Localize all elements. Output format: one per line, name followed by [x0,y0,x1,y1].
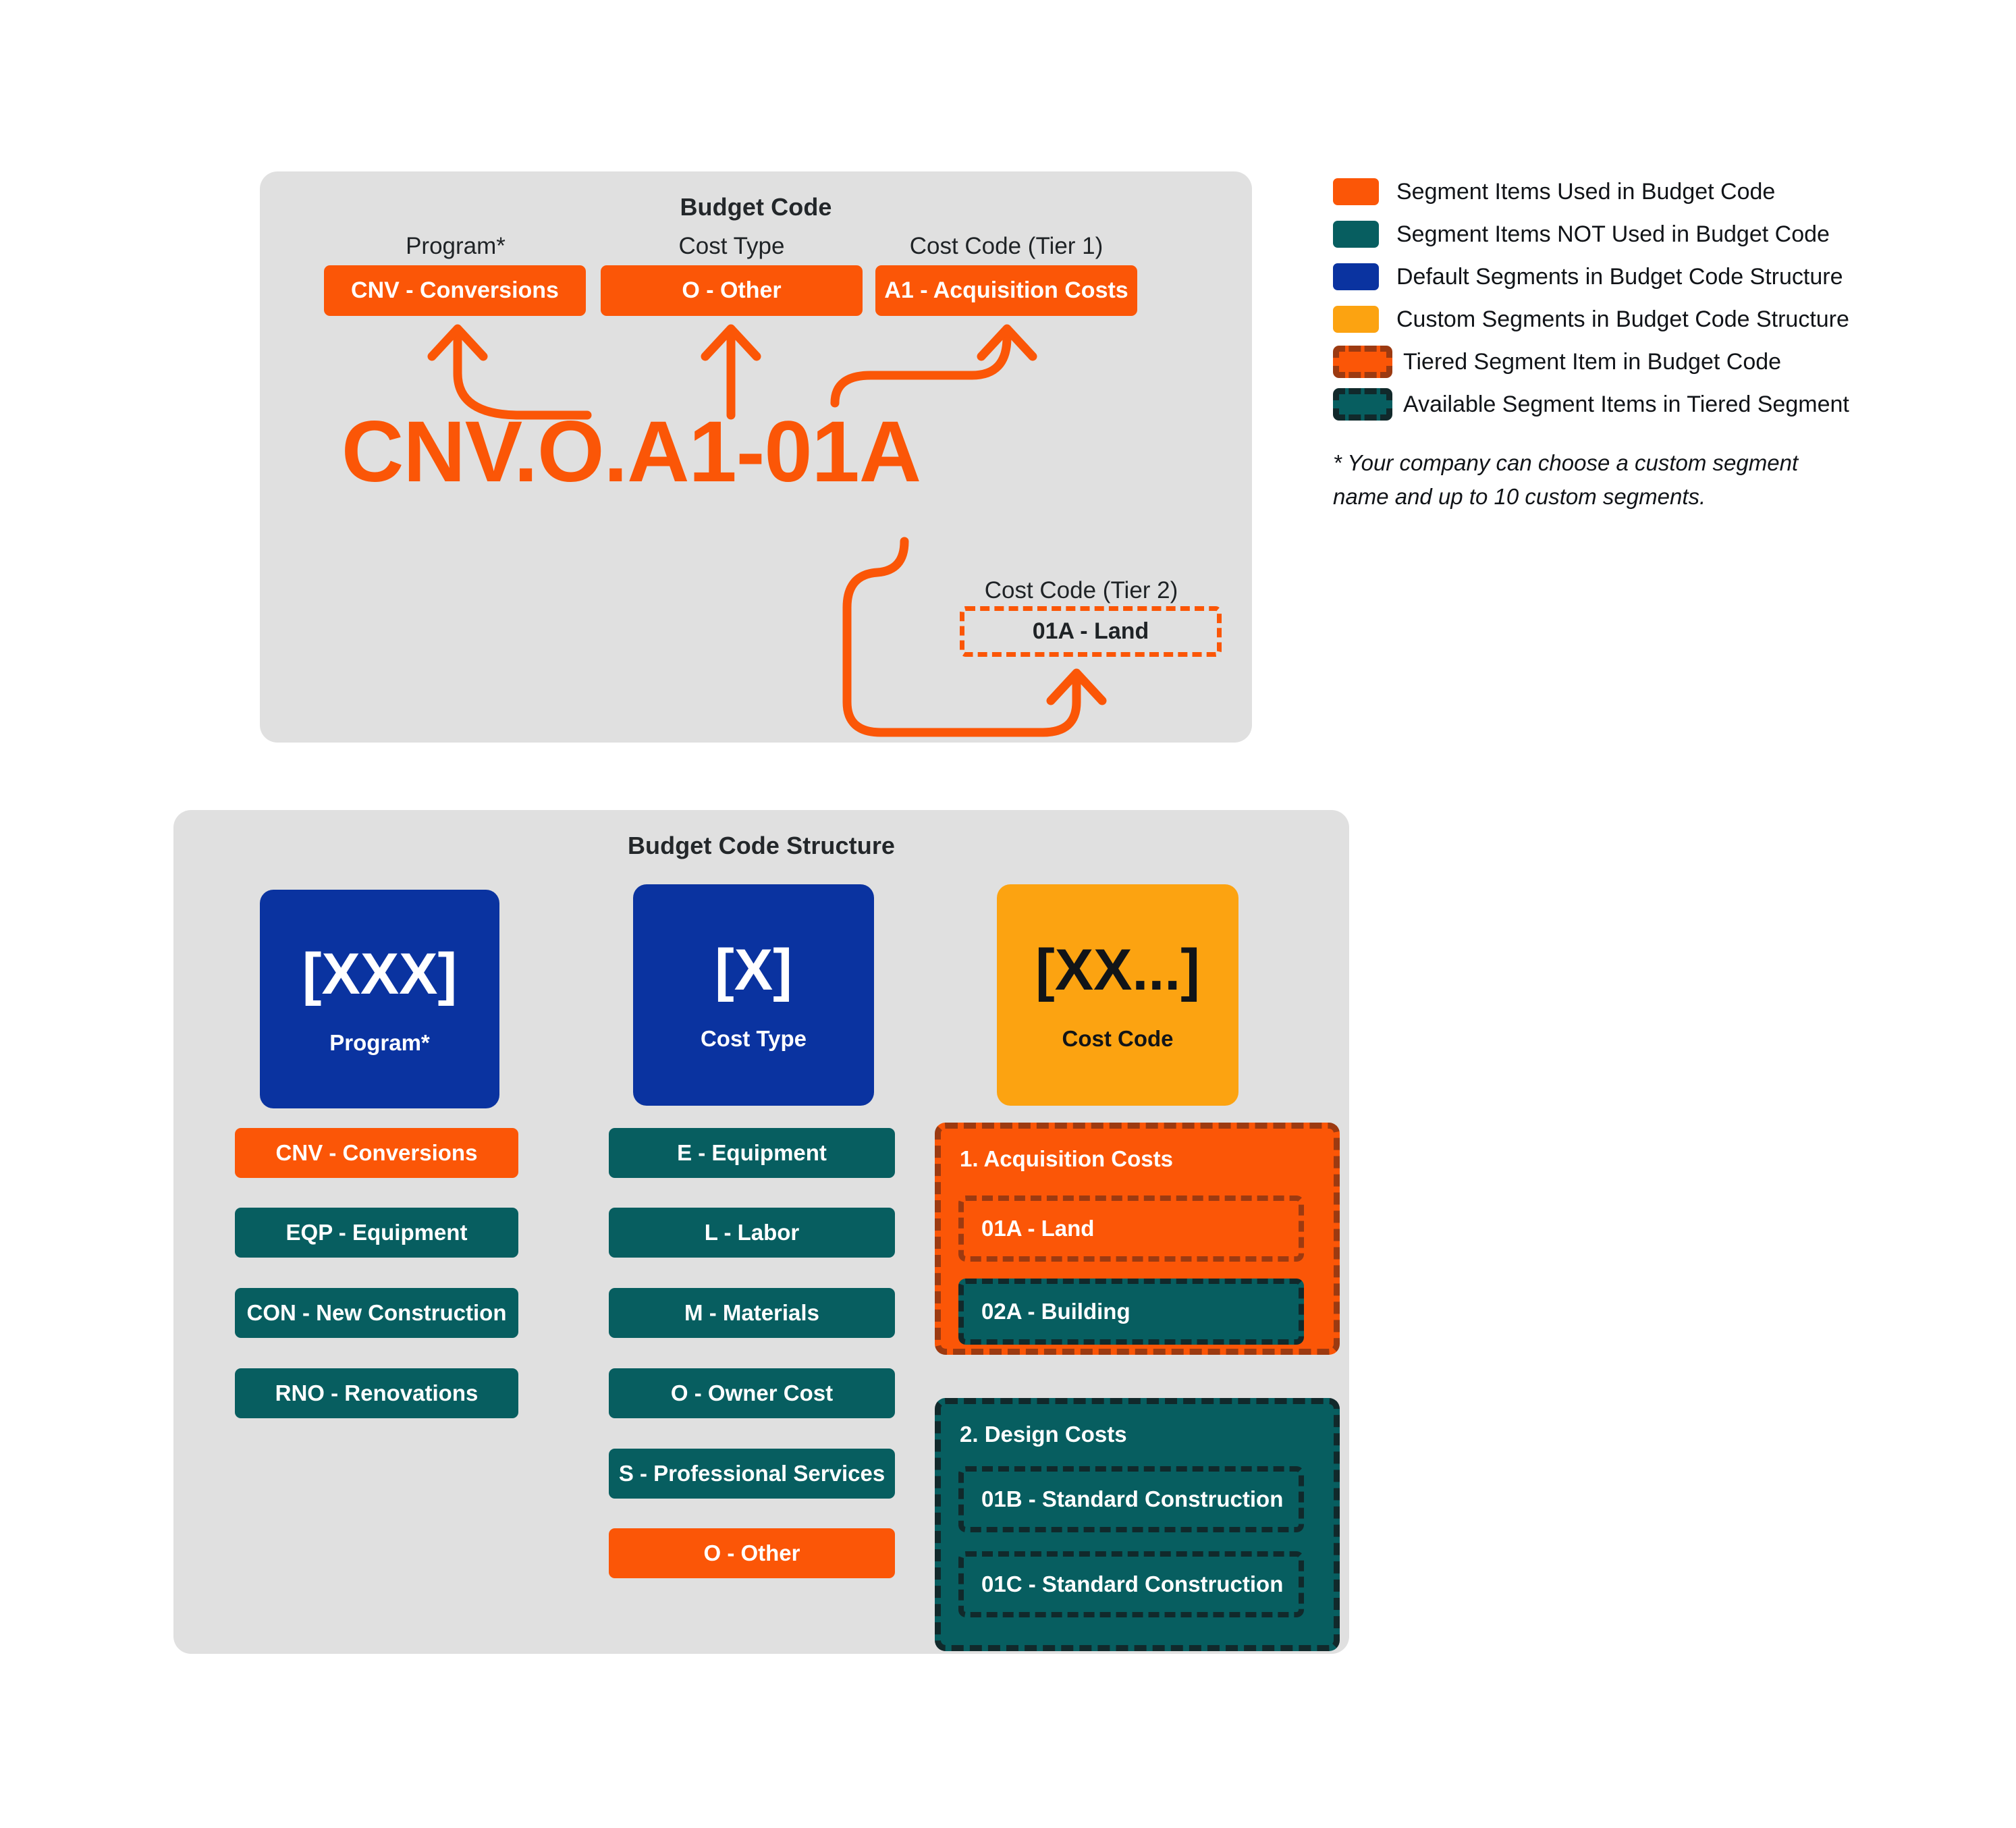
tier-group-design-costs[interactable]: 2. Design Costs 01B - Standard Construct… [935,1398,1340,1651]
legend-footnote: * Your company can choose a custom segme… [1333,450,1799,509]
legend-label-tiered-used: Tiered Segment Item in Budget Code [1403,349,1782,375]
tier-group-title: 2. Design Costs [960,1422,1127,1447]
legend-swatch-teal-dashed [1333,388,1392,421]
legend-label-default-segments: Default Segments in Budget Code Structur… [1396,264,1843,290]
legend-swatch-orange-dashed [1333,346,1392,378]
budget-code-value: CNV.O.A1-01A [341,404,921,500]
segment-head-caption-cost-code: Cost Code [1062,1025,1174,1051]
segment-label-program: Program* [406,233,506,259]
segment-head-cost-code[interactable]: [XX...] Cost Code [997,884,1238,1106]
legend-swatch-teal-solid [1333,221,1379,248]
legend-item-not-used: Segment Items NOT Used in Budget Code [1333,219,1974,249]
list-item[interactable]: RNO - Renovations [235,1368,518,1418]
list-item[interactable]: S - Professional Services [609,1449,895,1499]
legend-label-tiered-available: Available Segment Items in Tiered Segmen… [1403,392,1849,417]
legend-swatch-blue-solid [1333,263,1379,290]
legend-label-custom-segments: Custom Segments in Budget Code Structure [1396,306,1849,332]
segment-head-cost-type[interactable]: [X] Cost Type [633,884,874,1106]
list-item[interactable]: E - Equipment [609,1128,895,1178]
list-item[interactable]: O - Other [609,1528,895,1578]
legend: Segment Items Used in Budget Code Segmen… [1333,177,1974,513]
list-item[interactable]: M - Materials [609,1288,895,1338]
legend-item-default-segments: Default Segments in Budget Code Structur… [1333,262,1974,292]
legend-item-custom-segments: Custom Segments in Budget Code Structure [1333,304,1974,334]
segment-label-cost-code-tier2: Cost Code (Tier 2) [984,577,1178,603]
legend-item-used: Segment Items Used in Budget Code [1333,177,1974,207]
tier-group-acquisition-costs[interactable]: 1. Acquisition Costs 01A - Land 02A - Bu… [935,1123,1340,1355]
tier-group-title: 1. Acquisition Costs [960,1146,1173,1171]
legend-label-used: Segment Items Used in Budget Code [1396,179,1776,205]
list-item[interactable]: CNV - Conversions [235,1128,518,1178]
segment-chip-cost-code-tier1[interactable]: A1 - Acquisition Costs [875,265,1137,316]
tier-item[interactable]: 01A - Land [958,1195,1304,1262]
legend-item-tiered-used: Tiered Segment Item in Budget Code [1333,346,1974,378]
segment-head-glyph-cost-type: [X] [715,937,792,1002]
legend-swatch-amber-solid [1333,306,1379,333]
tier-item[interactable]: 01C - Standard Construction [958,1551,1304,1617]
legend-label-not-used: Segment Items NOT Used in Budget Code [1396,221,1830,247]
list-item[interactable]: L - Labor [609,1208,895,1258]
tier-item[interactable]: 01B - Standard Construction [958,1466,1304,1532]
segment-label-cost-code-tier1: Cost Code (Tier 1) [909,233,1104,259]
segment-head-program[interactable]: [XXX] Program* [260,890,499,1108]
segment-chip-cost-code-tier2[interactable]: 01A - Land [960,606,1222,657]
list-item[interactable]: O - Owner Cost [609,1368,895,1418]
segment-chip-program[interactable]: CNV - Conversions [324,265,586,316]
budget-code-panel-title: Budget Code [680,193,832,221]
segment-head-caption-cost-type: Cost Type [700,1025,807,1051]
list-item[interactable]: EQP - Equipment [235,1208,518,1258]
segment-head-glyph-program: [XXX] [302,941,458,1006]
segment-chip-cost-type[interactable]: O - Other [601,265,863,316]
budget-code-structure-title: Budget Code Structure [627,832,896,859]
legend-item-tiered-available: Available Segment Items in Tiered Segmen… [1333,388,1974,421]
list-item[interactable]: CON - New Construction [235,1288,518,1338]
segment-head-caption-program: Program* [329,1029,430,1055]
segment-label-cost-type: Cost Type [678,233,785,259]
tier-item[interactable]: 02A - Building [958,1279,1304,1345]
legend-swatch-orange-solid [1333,178,1379,205]
segment-head-glyph-cost-code: [XX...] [1035,937,1200,1002]
